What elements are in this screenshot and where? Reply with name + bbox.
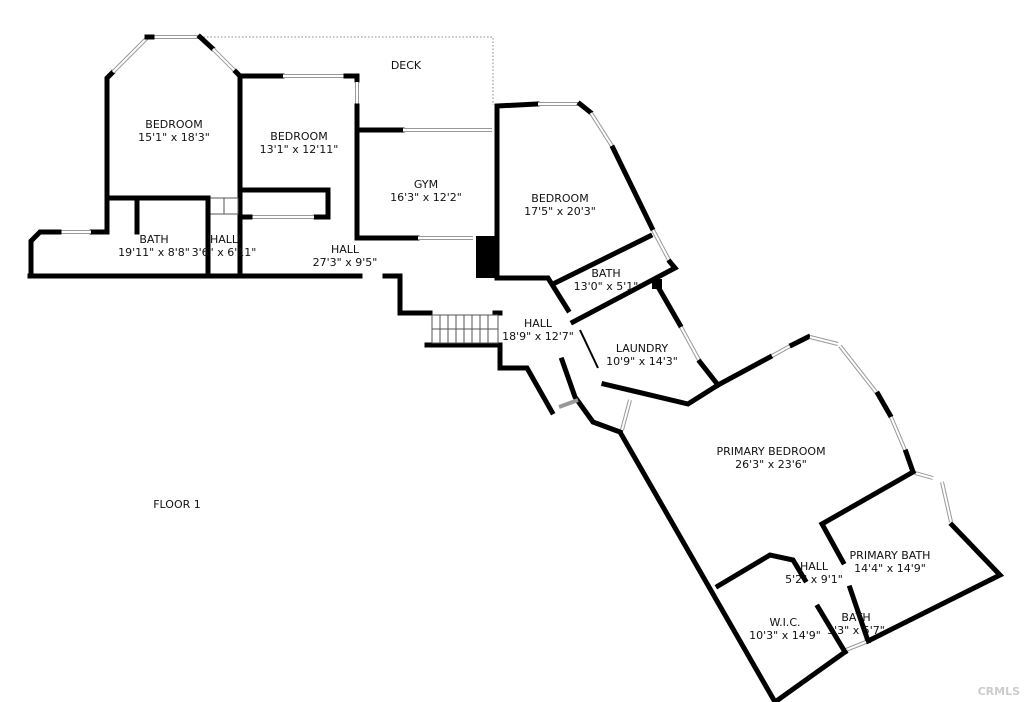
room-dims: 15'1" x 18'3": [138, 131, 210, 144]
room-name: HALL: [799, 560, 829, 573]
room-dims: 10'9" x 14'3": [606, 355, 678, 368]
room-name: HALL: [330, 243, 360, 256]
room-name: PRIMARY BEDROOM: [716, 445, 826, 458]
stairs: [209, 197, 499, 344]
room-name: BATH: [591, 267, 621, 280]
room-dims: 5'2" x 9'1": [785, 573, 843, 586]
room-dims: 19'11" x 8'8": [118, 246, 190, 259]
room-dims: 3'6" x 6'11": [191, 246, 257, 259]
room-name: PRIMARY BATH: [849, 549, 931, 562]
room-wic: W.I.C.10'3" x 14'9": [749, 616, 821, 642]
room-name: BEDROOM: [531, 192, 589, 205]
room-name: BEDROOM: [270, 130, 328, 143]
room-dims: 16'3" x 12'2": [390, 191, 462, 204]
room-dims: 27'3" x 9'5": [312, 256, 378, 269]
room-dims: 3'3" x 5'7": [827, 624, 885, 637]
room-name: BEDROOM: [145, 118, 203, 131]
room-hall-small: 'HALL'3'6" x 6'11": [192, 233, 257, 259]
room-deck: DECK: [391, 59, 421, 72]
room-dims: 26'3" x 23'6": [735, 458, 807, 471]
room-name: 'HALL': [206, 233, 242, 246]
room-dims: 10'3" x 14'9": [749, 629, 821, 642]
room-dims: 14'4" x 14'9": [854, 562, 926, 575]
room-dims: 18'9" x 12'7": [502, 330, 574, 343]
room-name: BATH: [139, 233, 169, 246]
room-dims: 13'1" x 12'11": [259, 143, 339, 156]
room-name: HALL: [523, 317, 553, 330]
floor-label: FLOOR 1: [153, 498, 201, 511]
room-dims: 13'0" x 5'1": [573, 280, 639, 293]
room-name: LAUNDRY: [615, 342, 669, 355]
room-name: BATH: [841, 611, 871, 624]
watermark: CRMLS: [977, 685, 1020, 698]
room-dims: 17'5" x 20'3": [524, 205, 596, 218]
wall: [104, 69, 116, 201]
room-name: DECK: [390, 59, 422, 72]
room-name: W.I.C.: [769, 616, 801, 629]
deck-outline: [200, 36, 494, 105]
room-name: GYM: [413, 178, 439, 191]
